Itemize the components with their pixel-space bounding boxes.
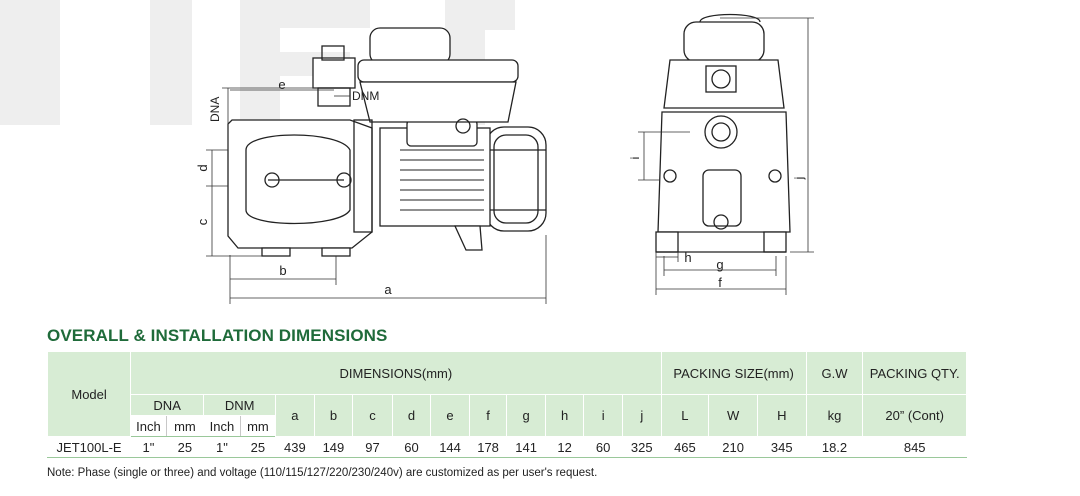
pump-dimension-drawing: e DNM DNA d c b a <box>0 0 814 304</box>
dimensions-table: Model DIMENSIONS(mm) PACKING SIZE(mm) G.… <box>46 351 967 458</box>
col-e: e <box>430 394 470 437</box>
table-subheader-row: DNA DNM a b c d e f g h i j L W H kg 20”… <box>48 394 967 437</box>
col-h: h <box>544 394 585 437</box>
col-d: d <box>391 394 432 437</box>
cell-i: 60 <box>583 436 623 458</box>
cell-c: 97 <box>352 436 393 458</box>
label-e: e <box>278 77 285 92</box>
side-view-dimension-lines <box>206 87 547 304</box>
col-c: c <box>352 394 393 437</box>
col-w: W <box>708 394 758 437</box>
cell-l: 465 <box>660 436 710 458</box>
cell-j: 325 <box>621 436 662 458</box>
label-c: c <box>195 218 210 225</box>
dnm-header: DNM <box>203 394 277 416</box>
col-f: f <box>468 394 508 437</box>
col-i: i <box>583 394 623 437</box>
col-h-packing: H <box>756 394 807 437</box>
gw-header: G.W <box>805 351 864 395</box>
cell-dna-mm: 25 <box>165 436 205 458</box>
section-title: OVERALL & INSTALLATION DIMENSIONS <box>47 326 388 345</box>
packing-size-header: PACKING SIZE(mm) <box>660 351 807 395</box>
col-l: L <box>660 394 710 437</box>
col-j: j <box>621 394 662 437</box>
dna-header: DNA <box>130 394 205 416</box>
cell-kg: 18.2 <box>805 436 864 458</box>
dnm-inch-header: Inch <box>203 415 241 437</box>
label-a: a <box>384 282 392 297</box>
cell-f: 178 <box>468 436 508 458</box>
label-b: b <box>279 263 286 278</box>
label-h: h <box>684 250 691 265</box>
dna-mm-header: mm <box>165 415 205 437</box>
col-a: a <box>275 394 315 437</box>
col-kg: kg <box>805 394 864 437</box>
label-dnm: DNM <box>352 89 379 103</box>
col-b: b <box>313 394 354 437</box>
dimensions-header: DIMENSIONS(mm) <box>130 351 662 395</box>
cell-dnm-mm: 25 <box>239 436 277 458</box>
cell-dna-inch: 1" <box>130 436 167 458</box>
label-i: i <box>628 157 642 160</box>
cell-h: 12 <box>544 436 585 458</box>
customization-note: Note: Phase (single or three) and voltag… <box>47 467 598 479</box>
front-view-pump <box>655 13 791 253</box>
cell-qty: 845 <box>862 436 967 458</box>
cell-w: 210 <box>708 436 758 458</box>
front-view-dimension-lines <box>638 17 814 295</box>
col-g: g <box>506 394 546 437</box>
side-view-pump <box>227 27 547 257</box>
cell-g: 141 <box>506 436 546 458</box>
model-header: Model <box>46 351 132 437</box>
label-g: g <box>716 257 723 272</box>
dnm-mm-header: mm <box>239 415 277 437</box>
cell-d: 60 <box>391 436 432 458</box>
label-f: f <box>718 275 722 290</box>
label-dna: DNA <box>208 97 222 122</box>
col-cont: 20” (Cont) <box>862 394 967 437</box>
label-j: j <box>792 177 806 181</box>
cell-dnm-inch: 1" <box>203 436 241 458</box>
cell-a: 439 <box>275 436 315 458</box>
cell-model: JET100L-E <box>46 436 132 458</box>
label-d: d <box>195 164 210 171</box>
cell-b: 149 <box>313 436 354 458</box>
table-row: JET100L-E 1" 25 1" 25 439 149 97 60 144 … <box>46 436 967 458</box>
dna-inch-header: Inch <box>130 415 167 437</box>
cell-h-packing: 345 <box>756 436 807 458</box>
cell-e: 144 <box>430 436 470 458</box>
table-header-row: Model DIMENSIONS(mm) PACKING SIZE(mm) G.… <box>46 351 967 437</box>
packing-qty-header: PACKING QTY. <box>862 351 967 395</box>
